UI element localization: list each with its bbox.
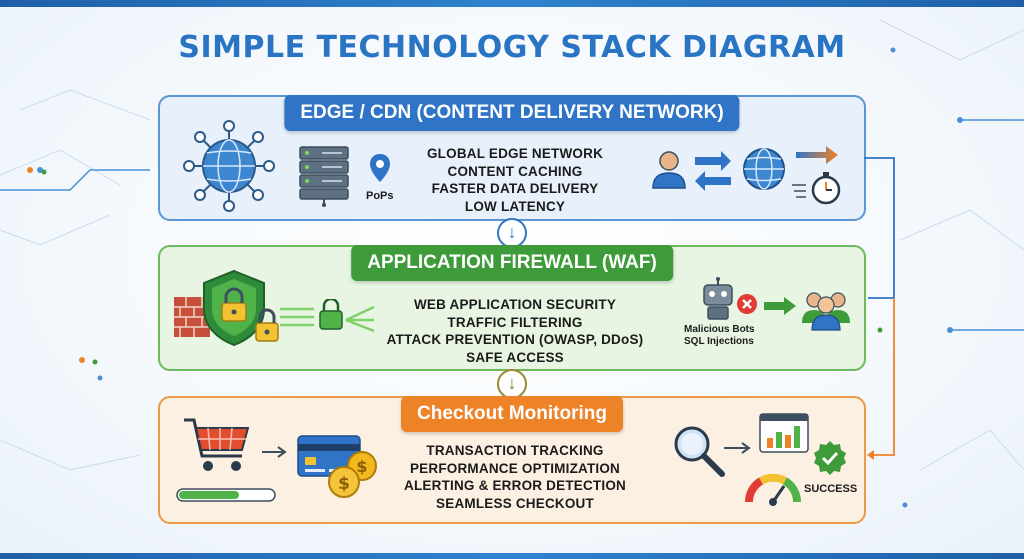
- diagram-title: SIMPLE TECHNOLOGY STACK DIAGRAM: [178, 30, 846, 65]
- edge-cdn-heading: EDGE / CDN (CONTENT DELIVERY NETWORK): [284, 95, 740, 131]
- waf-feature-item: ATTACK PREVENTION (OWASP, DDoS): [386, 332, 644, 347]
- waf-heading: APPLICATION FIREWALL (WAF): [351, 245, 673, 281]
- edge-feature-item: FASTER DATA DELIVERY: [431, 181, 599, 196]
- coins-icon: $ $: [328, 451, 377, 498]
- bar-chart-icon: [759, 413, 809, 453]
- stopwatch-icon: [792, 172, 841, 205]
- side-flow-connector: [864, 157, 895, 460]
- server-rack-icon: [299, 146, 349, 207]
- small-arrow-icon: [724, 442, 751, 454]
- checkout-layer: Checkout Monitoring $ $ TRANSACTION TRAC…: [158, 396, 866, 524]
- edge-feature-item: GLOBAL EDGE NETWORK: [426, 146, 604, 161]
- two-way-arrows-icon: [695, 151, 731, 191]
- success-badge-icon: [814, 441, 846, 475]
- users-group-icon: [802, 292, 850, 331]
- top-accent-bar: [0, 0, 1024, 7]
- forward-arrow-icon: [764, 297, 796, 315]
- threat-item: SQL Injections: [684, 336, 754, 347]
- edge-feature-item: CONTENT CACHING: [447, 163, 583, 179]
- filter-lock-icon: [280, 299, 375, 333]
- location-pin-icon: [370, 154, 390, 182]
- shield-lock-icon: [203, 269, 279, 347]
- edge-cdn-layer: EDGE / CDN (CONTENT DELIVERY NETWORK): [158, 95, 866, 221]
- threat-item: Malicious Bots: [684, 324, 755, 335]
- robot-icon: [703, 277, 733, 320]
- checkout-feature-item: PERFORMANCE OPTIMIZATION: [409, 460, 621, 476]
- speed-arrow-icon: [796, 146, 838, 164]
- edge-feature-item: LOW LATENCY: [464, 198, 566, 214]
- threats-label: Malicious Bots SQL Injections: [684, 324, 755, 348]
- waf-feature-list: WEB APPLICATION SECURITY TRAFFIC FILTERI…: [340, 296, 690, 366]
- checkout-feature-item: SEAMLESS CHECKOUT: [436, 495, 594, 511]
- globe-icon: [743, 148, 785, 190]
- user-icon: [652, 151, 686, 189]
- success-label: SUCCESS: [804, 483, 858, 495]
- waf-layer: APPLICATION FIREWALL (WAF) WEB APPLICATI…: [158, 245, 866, 371]
- blocked-x-icon: [737, 294, 757, 314]
- credit-card-icon: [297, 435, 361, 477]
- svg-text:$: $: [356, 457, 367, 476]
- shopping-cart-icon: [184, 418, 250, 471]
- checkout-feature-item: ALERTING & ERROR DETECTION: [404, 478, 626, 493]
- globe-network-icon: [183, 120, 275, 212]
- progress-bar-icon: [176, 488, 276, 502]
- edge-feature-list: GLOBAL EDGE NETWORK CONTENT CACHING FAST…: [380, 145, 650, 215]
- pops-label: PoPs: [366, 190, 394, 202]
- gauge-icon: [744, 473, 802, 506]
- small-arrow-icon: [262, 446, 287, 458]
- checkout-heading: Checkout Monitoring: [401, 396, 623, 432]
- brick-wall-icon: [174, 297, 210, 337]
- bottom-accent-bar: [0, 553, 1024, 559]
- waf-feature-item: TRAFFIC FILTERING: [447, 314, 583, 330]
- magnifier-icon: [674, 426, 725, 477]
- svg-text:$: $: [338, 474, 350, 494]
- checkout-feature-item: TRANSACTION TRACKING: [426, 443, 604, 458]
- waf-feature-item: SAFE ACCESS: [466, 349, 564, 365]
- flow-down-arrow-1: ↓: [497, 218, 527, 248]
- waf-feature-item: WEB APPLICATION SECURITY: [413, 297, 617, 312]
- checkout-feature-list: TRANSACTION TRACKING PERFORMANCE OPTIMIZ…: [340, 442, 690, 512]
- flow-down-arrow-2: ↓: [497, 369, 527, 399]
